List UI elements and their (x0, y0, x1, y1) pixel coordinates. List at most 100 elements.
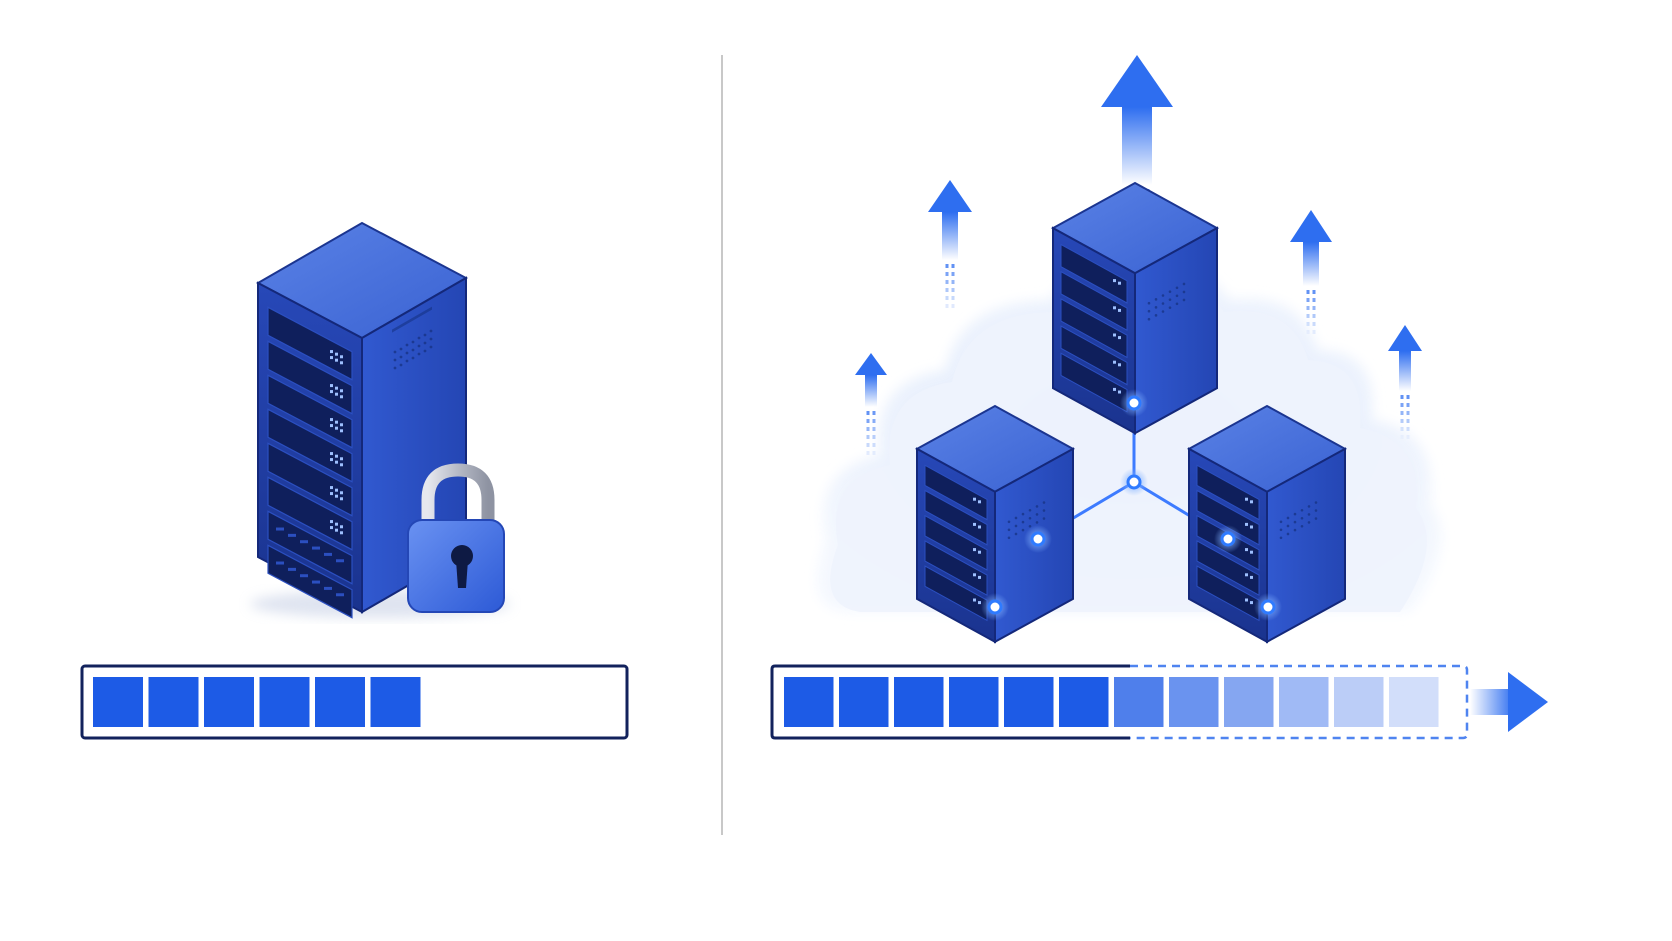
rack-led (335, 528, 338, 532)
rack-led (330, 526, 333, 530)
server-vent (1042, 517, 1046, 520)
capacity-segment-filled (839, 677, 889, 727)
rack-vent (300, 574, 308, 578)
rack-led (330, 520, 333, 524)
server-vent (1175, 302, 1179, 306)
rack-unit (1060, 243, 1128, 304)
rack-led (1113, 333, 1116, 337)
rack-unit (924, 514, 988, 571)
capacity-segment-filled (259, 677, 310, 727)
rack-led (1245, 522, 1248, 526)
rack-led (330, 390, 333, 394)
server-vent (1286, 524, 1290, 528)
server-vent (1293, 528, 1297, 532)
rack-unit (267, 408, 353, 483)
capacity-segment-filled (315, 677, 365, 727)
rack-led (335, 460, 338, 464)
rack-led (340, 361, 343, 365)
rack-led (1245, 548, 1248, 552)
server-vent (1314, 501, 1318, 504)
up-arrow-icon (1388, 325, 1422, 439)
rack-unit (1196, 489, 1260, 546)
server-vent (1182, 290, 1186, 294)
server-vent (1154, 314, 1158, 317)
capacity-segment-filled (148, 677, 199, 727)
rack-vent (324, 552, 332, 556)
rack-led (978, 525, 981, 529)
server-vent (1042, 501, 1046, 504)
rack-unit (1196, 565, 1260, 622)
rack-led (1118, 281, 1121, 285)
rack-led (1113, 279, 1116, 283)
server-vent (1279, 520, 1283, 524)
capacity-bar-left (80, 664, 629, 740)
server-vent (1035, 505, 1039, 508)
server-node-icon (1050, 181, 1220, 435)
server-vent (1035, 521, 1039, 524)
rack-vent (276, 527, 284, 531)
server-vent (1168, 298, 1172, 301)
rack-led (978, 575, 981, 579)
rack-led (1118, 336, 1121, 340)
rack-led (340, 389, 343, 393)
right-arrow-icon (1470, 672, 1548, 732)
rack-unit (924, 540, 988, 597)
server-vent (1007, 528, 1011, 532)
network-node (1030, 531, 1046, 547)
rack-unit (267, 442, 353, 517)
rack-led (340, 457, 343, 461)
rack-vent (288, 533, 296, 537)
server-vent (1279, 528, 1283, 532)
rack-led (973, 548, 976, 552)
server-vent (1175, 286, 1179, 290)
server-vent (1307, 521, 1311, 524)
server-vent (1161, 302, 1165, 305)
up-arrow-icon (928, 180, 972, 308)
capacity-segment-filled (894, 677, 944, 727)
rack-led (1250, 550, 1253, 554)
rack-led (330, 424, 333, 428)
rack-led (340, 525, 343, 529)
rack-led (1118, 363, 1121, 367)
capacity-segment-expanding (1389, 677, 1439, 727)
server-vent (1147, 309, 1151, 313)
rack-unit (267, 340, 353, 415)
rack-unit (1060, 325, 1128, 386)
scale-up-arrows (855, 55, 1422, 455)
rack-led (973, 497, 976, 501)
rack-unit (924, 565, 988, 622)
capacity-segment-expanding (1169, 677, 1219, 727)
server-vent (1028, 508, 1032, 512)
rack-led (1118, 390, 1121, 394)
rack-led (1113, 387, 1116, 391)
rack-led (978, 550, 981, 554)
capacity-segment-expanding (1224, 677, 1274, 727)
rack-led (1250, 575, 1253, 579)
rack-vent (324, 586, 332, 590)
server-vent (1147, 317, 1151, 321)
server-vent (1161, 310, 1165, 313)
rack-led (1250, 601, 1253, 605)
rack-led (330, 452, 333, 456)
capacity-segment-filled (370, 677, 421, 727)
server-vent (1168, 306, 1172, 309)
rack-led (1245, 573, 1248, 577)
capacity-segment-filled (1059, 677, 1109, 727)
up-arrow-icon (1290, 210, 1332, 334)
server-vent (1007, 520, 1011, 524)
server-vent (1293, 512, 1297, 516)
rack-led (340, 463, 343, 467)
server-vent (1154, 306, 1158, 309)
rack-unit (1196, 464, 1260, 521)
server-node-icon (914, 404, 1076, 644)
rack-led (335, 522, 338, 526)
server-vent (1182, 282, 1186, 286)
capacity-segment-filled (784, 677, 834, 727)
rack-led (340, 429, 343, 433)
rack-led (1113, 360, 1116, 364)
server-vent (1147, 301, 1151, 305)
rack-unit (1196, 540, 1260, 597)
capacity-bar-right-fill (784, 677, 1439, 727)
server-vent (1021, 528, 1025, 532)
